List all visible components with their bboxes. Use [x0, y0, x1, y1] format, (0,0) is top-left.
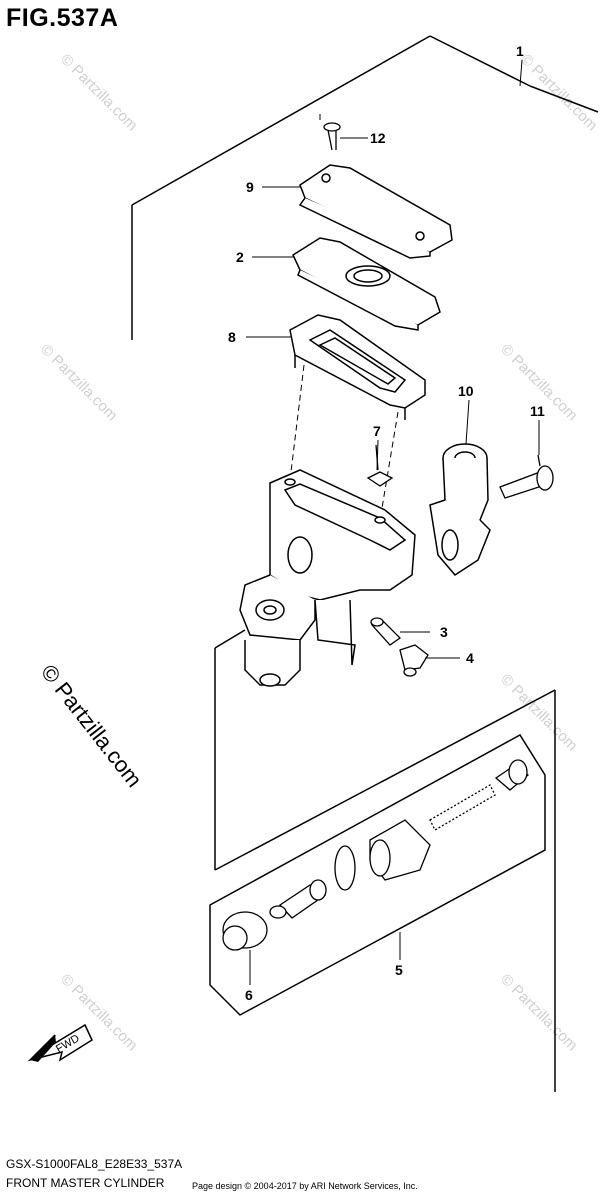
watermark-text: © Partzilla.com — [57, 51, 140, 134]
watermark-main: © Partzilla.com — [36, 660, 147, 792]
callout-4[interactable]: 4 — [466, 650, 474, 666]
callout-6[interactable]: 6 — [245, 987, 253, 1003]
watermark-text: © Partzilla.com — [37, 341, 120, 424]
callout-11[interactable]: 11 — [530, 403, 545, 419]
reservoir-cap-part — [298, 164, 453, 259]
callout-2[interactable]: 2 — [236, 249, 244, 265]
union-part — [429, 443, 491, 576]
bolt-part — [499, 454, 554, 499]
diagram-name: FRONT MASTER CYLINDER — [6, 1176, 165, 1190]
bleeder-screw-part — [370, 617, 402, 646]
piston-kit-frame — [209, 734, 546, 1016]
callout-7[interactable]: 7 — [373, 423, 381, 439]
diaphragm-part — [289, 314, 426, 420]
callout-3[interactable]: 3 — [440, 624, 448, 640]
diaphragm-plate-part — [292, 237, 441, 331]
screw-part — [323, 122, 341, 151]
callout-1[interactable]: 1 — [516, 43, 524, 59]
fwd-arrow-icon: FWD — [27, 1023, 93, 1062]
guide-lines — [289, 110, 399, 521]
piston-kit-parts — [222, 759, 530, 951]
watermark-text: © Partzilla.com — [497, 671, 580, 754]
callout-12[interactable]: 12 — [370, 130, 386, 146]
watermark-text: © Partzilla.com — [517, 51, 600, 134]
leader-lines — [246, 59, 540, 985]
watermark-text: © Partzilla.com — [497, 971, 580, 1054]
bleeder-cap-part — [399, 644, 429, 677]
clip-part — [366, 444, 394, 487]
callout-9[interactable]: 9 — [246, 179, 254, 195]
callout-10[interactable]: 10 — [458, 383, 474, 399]
master-cylinder-body — [239, 469, 416, 687]
copyright-notice: Page design © 2004-2017 by ARI Network S… — [192, 1181, 418, 1191]
diagram-code: GSX-S1000FAL8_E28E33_537A — [6, 1157, 183, 1171]
assembly-frame — [131, 35, 599, 1092]
callout-8[interactable]: 8 — [228, 329, 236, 345]
callout-labels: 1 12 9 2 8 10 11 7 3 4 5 6 — [228, 43, 545, 1003]
figure-title: FIG.537A — [6, 4, 119, 32]
callout-5[interactable]: 5 — [395, 962, 403, 978]
